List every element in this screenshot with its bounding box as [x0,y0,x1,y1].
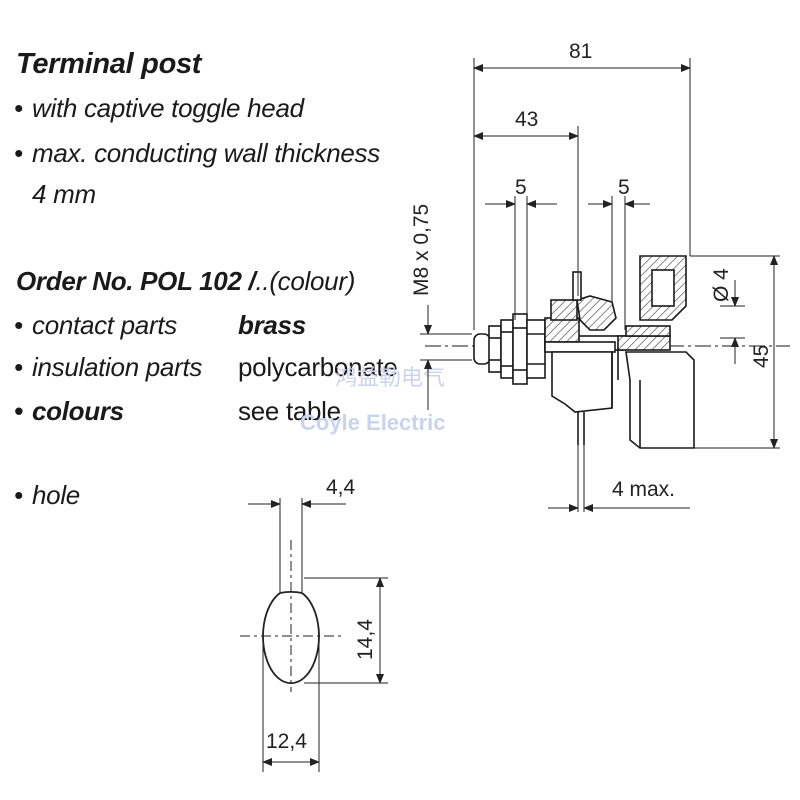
dim-height: 45 [750,345,773,368]
feature-bullet-1: • [14,93,23,123]
spec-value-colours: see table [238,396,341,426]
toggle-head [625,255,695,449]
spec-label-colours: colours [32,396,124,426]
hole-label: hole [32,480,80,510]
dimension-lines [420,58,780,512]
terminal-post-side-view [425,255,790,449]
dim-five-right: 5 [618,176,630,199]
watermark: 鸿益勒电气 Coyle Electric [300,365,446,435]
dim-wall-max: 4 max. [612,478,675,501]
hole-drawing [240,498,388,772]
dim-length-43: 43 [515,108,538,131]
feature-bullet-2: • [14,138,23,168]
order-prefix: Order No. POL 102 / [16,266,256,296]
spec-bullet-1: • [14,310,23,340]
spec-bullet-3: • [14,396,23,426]
dim-thread: M8 x 0,75 [410,204,433,296]
spec-bullet-2: • [14,352,23,382]
feature-captive-toggle: with captive toggle head [32,93,304,123]
dim-five-left: 5 [515,176,527,199]
spec-label-contact: contact parts [32,310,177,340]
hole-bullet: • [14,480,23,510]
spec-value-insulation: polycarbonate [238,352,398,382]
dim-overall-length: 81 [569,40,592,63]
order-number: Order No. POL 102 /..(colour) [16,266,355,297]
dim-hole-width-top: 4,4 [326,476,356,499]
feature-wall-thickness-value: 4 mm [32,179,96,209]
dim-hole-height: 14,4 [354,619,377,660]
heading: Terminal post [16,48,202,80]
watermark-cn: 鸿益勒电气 [335,365,445,390]
feature-wall-thickness: max. conducting wall thickness [32,138,380,168]
spec-label-insulation: insulation parts [32,352,203,382]
dim-hole-width-bottom: 12,4 [266,730,307,753]
hole-outline [262,591,320,685]
order-suffix: ..(colour) [255,266,356,296]
watermark-en: Coyle Electric [300,410,446,435]
spec-value-contact: brass [238,310,306,340]
terminal-body [544,271,671,445]
dim-diameter: Ø 4 [710,268,733,302]
